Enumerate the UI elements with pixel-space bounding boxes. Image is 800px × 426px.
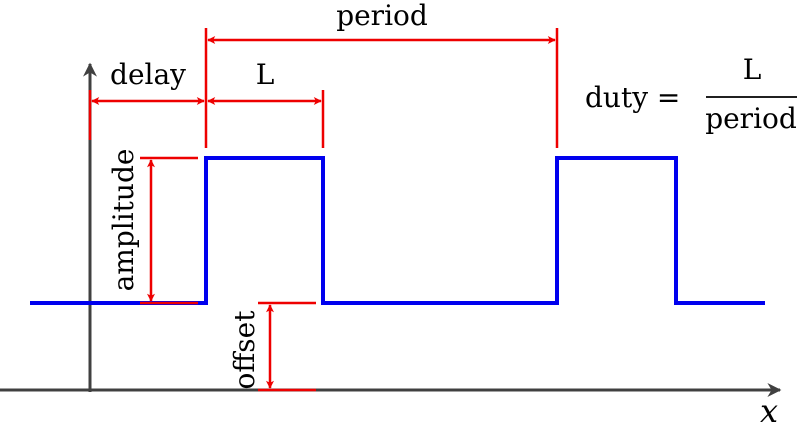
x-axis-label: x [760, 392, 778, 426]
offset-label: offset [228, 310, 261, 390]
duty-formula: duty = L period [585, 53, 797, 135]
dimension-arrows [91, 36, 556, 389]
duty-formula-numerator: L [743, 53, 762, 86]
duty-formula-denominator: period [705, 102, 797, 135]
length-label: L [256, 58, 275, 91]
dimension-labels: period delay L amplitude offset [107, 0, 428, 389]
period-label: period [336, 0, 428, 32]
delay-label: delay [110, 58, 186, 91]
amplitude-label: amplitude [107, 149, 140, 292]
duty-formula-lhs: duty = [585, 81, 680, 114]
pulse-signal [30, 156, 765, 305]
reference-lines [88, 28, 559, 392]
